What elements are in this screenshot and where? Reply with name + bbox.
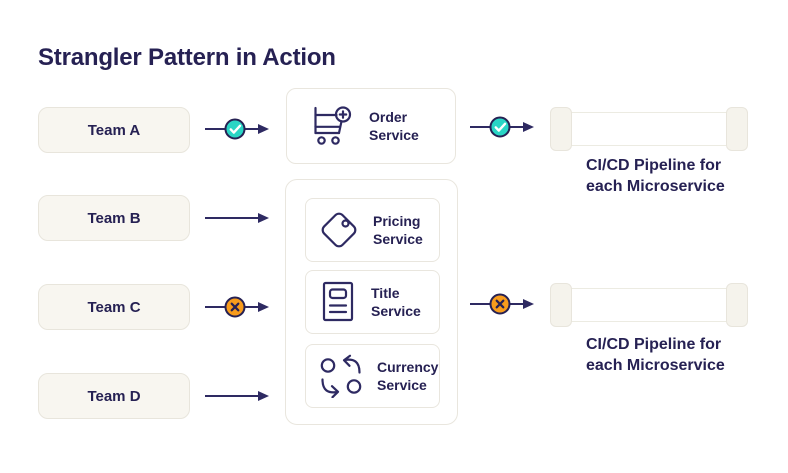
cross-marker-icon <box>489 293 511 315</box>
document-icon <box>322 281 354 322</box>
team-a-box: Team A <box>38 107 190 153</box>
arrow-team-c-to-title <box>205 296 269 318</box>
pipeline-2-label-line1: CI/CD Pipeline for <box>586 336 722 353</box>
cicd-pipeline-2 <box>550 283 748 327</box>
currency-service-box: Currency Service <box>305 344 440 408</box>
order-service-label: Order Service <box>369 109 419 143</box>
legacy-services-container: Pricing Service Title Service Currency S… <box>285 179 458 425</box>
team-d-box: Team D <box>38 373 190 419</box>
arrow-order-to-pipeline-1 <box>470 116 534 138</box>
team-c-box: Team C <box>38 284 190 330</box>
pipe-cap-right <box>726 107 748 151</box>
team-a-label: Team A <box>87 121 141 139</box>
pipeline-1-label-line2: each Microservice <box>586 178 725 195</box>
arrow-team-a-to-order <box>205 118 269 140</box>
arrow-team-d-to-currency <box>205 391 269 401</box>
pipeline-2-label-line2: each Microservice <box>586 357 725 374</box>
currency-exchange-icon <box>320 354 362 398</box>
check-marker-icon <box>489 116 511 138</box>
price-tag-icon <box>321 212 357 248</box>
title-service-label: Title Service <box>371 285 421 319</box>
pricing-service-box: Pricing Service <box>305 198 440 262</box>
pipeline-2-label: CI/CD Pipeline for each Microservice <box>586 334 725 376</box>
pipe-tube <box>568 288 730 322</box>
pipeline-1-label: CI/CD Pipeline for each Microservice <box>586 155 725 197</box>
title-service-box: Title Service <box>305 270 440 334</box>
pipe-cap-left <box>550 107 572 151</box>
pricing-service-label: Pricing Service <box>373 213 423 247</box>
team-b-box: Team B <box>38 195 190 241</box>
cart-plus-icon <box>314 106 352 145</box>
pipe-cap-right <box>726 283 748 327</box>
check-marker-icon <box>224 118 246 140</box>
currency-service-label: Currency Service <box>377 359 439 393</box>
arrow-team-b-to-pricing <box>205 213 269 223</box>
team-c-label: Team C <box>87 298 141 316</box>
team-d-label: Team D <box>87 387 141 405</box>
arrow-legacy-to-pipeline-2 <box>470 293 534 315</box>
cicd-pipeline-1 <box>550 107 748 151</box>
order-service-box: Order Service <box>286 88 456 164</box>
page-title: Strangler Pattern in Action <box>38 44 336 71</box>
team-b-label: Team B <box>87 209 141 227</box>
pipeline-1-label-line1: CI/CD Pipeline for <box>586 157 722 174</box>
cross-marker-icon <box>224 296 246 318</box>
pipe-cap-left <box>550 283 572 327</box>
pipe-tube <box>568 112 730 146</box>
